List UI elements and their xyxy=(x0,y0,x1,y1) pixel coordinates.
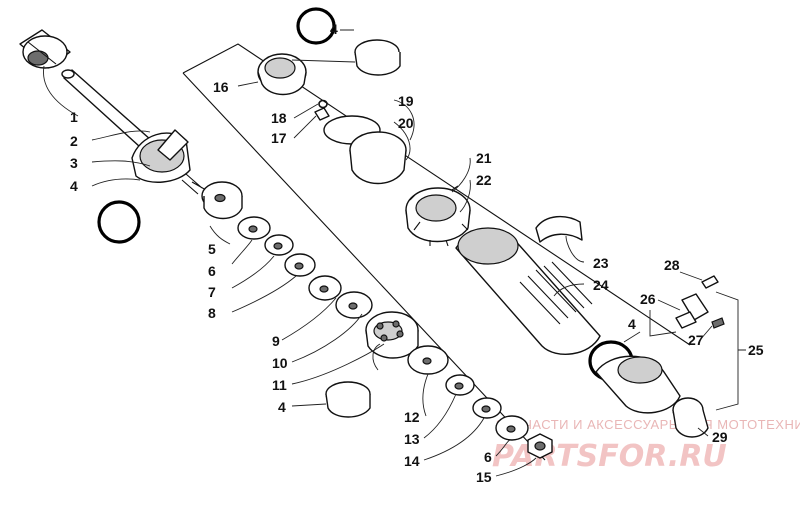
callout-12: 12 xyxy=(404,409,420,425)
callout-labels: 1 2 3 4 4 16 18 17 19 20 21 22 23 24 5 6… xyxy=(70,21,764,485)
callout-8: 8 xyxy=(208,305,216,321)
part-25-reservoir xyxy=(595,355,681,414)
part-17-valve xyxy=(314,107,330,121)
part-4-band-top xyxy=(354,39,401,76)
assembly-outline xyxy=(182,43,691,461)
callout-25: 25 xyxy=(748,342,764,358)
callout-28: 28 xyxy=(664,257,680,273)
callout-21: 21 xyxy=(476,150,492,166)
part-9b-shim xyxy=(335,291,373,319)
part-4-piston-band xyxy=(325,381,371,418)
callout-4-left: 4 xyxy=(70,178,78,194)
part-6-shim-lower xyxy=(495,415,529,441)
callout-16: 16 xyxy=(213,79,229,95)
callout-17: 17 xyxy=(271,130,287,146)
callout-18: 18 xyxy=(271,110,287,126)
callout-10: 10 xyxy=(272,355,288,371)
callout-6-lower: 6 xyxy=(484,449,492,465)
part-27-pin xyxy=(711,317,725,329)
callout-26: 26 xyxy=(640,291,656,307)
watermark-logo: PARTSFOR.RU xyxy=(492,439,727,474)
part-20-collar xyxy=(349,131,407,185)
callout-4-body: 4 xyxy=(628,316,636,332)
part-7-shim xyxy=(264,234,294,256)
part-28-screw xyxy=(701,275,719,289)
callout-13: 13 xyxy=(404,431,420,447)
part-10-piston xyxy=(365,311,419,359)
callout-29: 29 xyxy=(712,429,728,445)
callout-24: 24 xyxy=(593,277,609,293)
part-8-shim xyxy=(284,253,316,277)
callout-6: 6 xyxy=(208,263,216,279)
callout-22: 22 xyxy=(476,172,492,188)
callout-23: 23 xyxy=(593,255,609,271)
callout-4-band: 4 xyxy=(278,399,286,415)
part-4-o-ring-left xyxy=(97,200,141,244)
callout-7: 7 xyxy=(208,284,216,300)
watermark-caption: ЗАПЧАСТИ И АКСЕССУАРЫ ДЛЯ МОТОТЕХНИКИ xyxy=(496,417,800,432)
part-6-shim xyxy=(237,216,271,240)
part-26-valve-stem xyxy=(675,293,709,329)
part-9-shim xyxy=(308,275,342,301)
part-23-spring-clip xyxy=(535,215,583,243)
part-3-rod-seal-housing xyxy=(131,129,207,195)
leader-lines xyxy=(43,29,746,477)
callout-3: 3 xyxy=(70,155,78,171)
part-13-shim xyxy=(445,374,475,396)
callout-15: 15 xyxy=(476,469,492,485)
callout-14: 14 xyxy=(404,453,420,469)
part-1-eyelet xyxy=(19,29,71,69)
callout-9: 9 xyxy=(272,333,280,349)
callout-1: 1 xyxy=(70,109,78,125)
callout-5: 5 xyxy=(208,241,216,257)
callout-4-top: 4 xyxy=(330,21,338,37)
part-21-spring-adjuster xyxy=(405,185,471,247)
part-29-bushing xyxy=(672,397,709,438)
part-18-o-ring-small xyxy=(318,99,328,109)
callout-11: 11 xyxy=(272,377,287,393)
callout-2: 2 xyxy=(70,133,78,149)
part-4-o-ring-top xyxy=(296,7,336,45)
part-14-shim xyxy=(472,397,502,419)
part-12-washer xyxy=(407,345,449,375)
callout-19: 19 xyxy=(398,93,414,109)
callout-27: 27 xyxy=(688,332,704,348)
part-24-body xyxy=(455,227,601,355)
part-5-washer xyxy=(201,181,243,220)
part-16-cap xyxy=(257,53,307,96)
callout-20: 20 xyxy=(398,115,414,131)
part-15-nut xyxy=(527,433,553,459)
